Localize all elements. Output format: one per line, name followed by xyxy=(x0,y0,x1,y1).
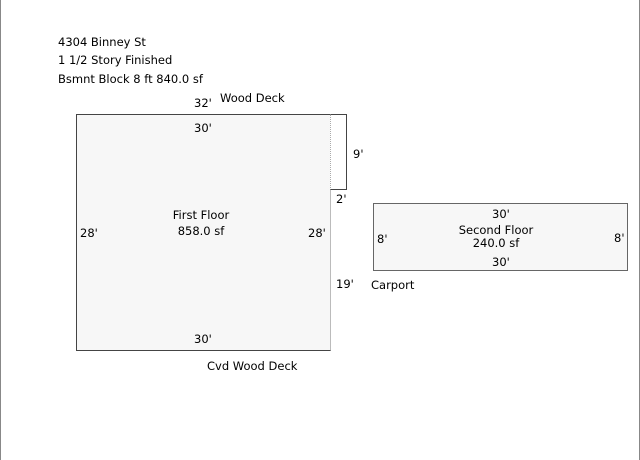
wood-deck-area xyxy=(330,114,347,190)
second-floor-left-dimension: 8' xyxy=(377,232,388,246)
covered-deck-label: Cvd Wood Deck xyxy=(207,359,298,373)
first-floor-area xyxy=(76,114,331,351)
first-floor-area-value: 858.0 sf xyxy=(177,224,225,238)
wood-deck-label: Wood Deck xyxy=(220,91,285,105)
second-floor-right-dimension: 8' xyxy=(614,231,625,245)
second-floor-name: Second Floor xyxy=(458,223,534,237)
carport-label: Carport xyxy=(371,278,415,292)
wood-deck-height-dimension: 9' xyxy=(353,147,364,161)
lower-right-dimension: 19' xyxy=(336,277,354,291)
first-floor-left-dimension: 28' xyxy=(80,226,98,240)
first-floor-name: First Floor xyxy=(172,208,230,222)
first-floor-bottom-dimension: 30' xyxy=(194,332,212,346)
second-floor-area xyxy=(373,203,628,271)
address-label: 4304 Binney St xyxy=(58,35,146,49)
basement-label: Bsmnt Block 8 ft 840.0 sf xyxy=(58,72,203,86)
style-label: 1 1/2 Story Finished xyxy=(58,53,173,67)
first-floor-right-dimension: 28' xyxy=(308,226,326,240)
wood-deck-width-dimension: 2' xyxy=(336,192,347,206)
overall-top-dimension: 32' xyxy=(194,96,212,110)
second-floor-bottom-dimension: 30' xyxy=(492,255,510,269)
first-floor-top-dimension: 30' xyxy=(194,121,212,135)
second-floor-top-dimension: 30' xyxy=(492,207,510,221)
second-floor-area-value: 240.0 sf xyxy=(472,236,520,250)
